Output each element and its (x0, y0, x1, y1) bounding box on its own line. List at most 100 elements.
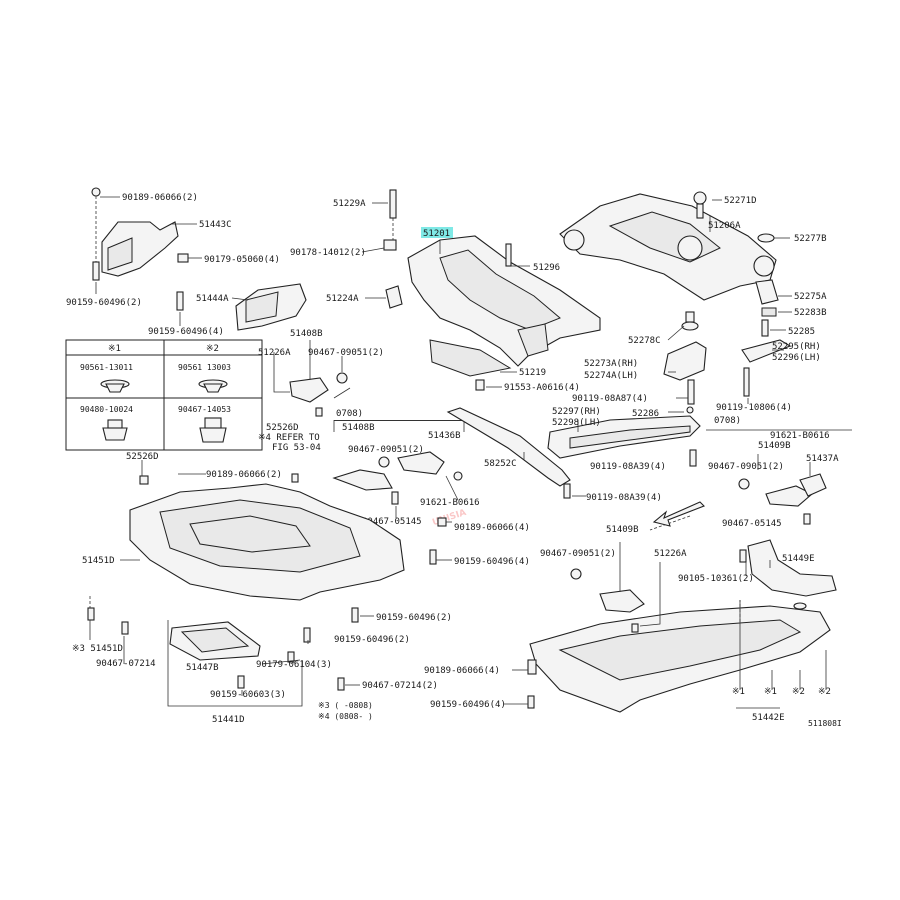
label-90179-05060-4[interactable]: 90179-05060(4) (204, 255, 280, 265)
rear-arm-52273a (663, 311, 750, 414)
label-90189-06066-2-b[interactable]: 90189-06066(2) (206, 470, 282, 480)
label-52278c[interactable]: 52278C (628, 336, 661, 346)
label-51226a[interactable]: 51226A (258, 348, 291, 358)
label-90467-09051-2-c[interactable]: 90467-09051(2) (708, 462, 784, 472)
label-90467-09051-2[interactable]: 90467-09051(2) (308, 348, 384, 358)
label-90159-60496-2[interactable]: 90159-60496(2) (66, 298, 142, 308)
label-91621-b0616-a[interactable]: 91621-B0616 (770, 431, 830, 441)
label-90159-60496-4-b[interactable]: 90159-60496(4) (454, 557, 530, 567)
table-cell-2-1: 90480-10024 (80, 405, 133, 414)
fastener-table (65, 339, 263, 451)
label-51409b-b[interactable]: 51409B (606, 525, 639, 535)
label-52275a[interactable]: 52275A (794, 292, 827, 302)
label-90467-09051-2-d[interactable]: 90467-09051(2) (540, 549, 616, 559)
label-52296-lh[interactable]: 52296(LH) (772, 353, 821, 363)
label-note-4-date[interactable]: ※4 (0808- ) (318, 712, 373, 721)
brace-58252c (446, 407, 586, 499)
table-cell-1-2: 90561 13003 (178, 363, 231, 372)
table-cell-1-1: 90561-13011 (80, 363, 133, 372)
engine-under-cover (87, 460, 452, 707)
label-90467-05145-a[interactable]: 90467-05145 (722, 519, 782, 529)
diagram-code: 511808I (808, 719, 842, 728)
label-52297-rh[interactable]: 52297(RH) (552, 407, 601, 417)
label-58252c[interactable]: 58252C (484, 459, 517, 469)
bracket-51436b (332, 420, 465, 518)
label-52285[interactable]: 52285 (788, 327, 815, 337)
label-51219[interactable]: 51219 (519, 368, 546, 378)
label-90159-60603-3[interactable]: 90159-60603(3) (210, 690, 286, 700)
label-52526d[interactable]: 52526D (266, 423, 299, 433)
label-51408b-2[interactable]: 51408B (342, 423, 375, 433)
label-52273a-rh[interactable]: 52273A(RH) (584, 359, 638, 369)
label-51451d-note3[interactable]: ※3 51451D (72, 644, 123, 654)
bracket-51408b (273, 340, 351, 417)
label-0708[interactable]: 0708) (336, 409, 363, 419)
label-x2-a[interactable]: ※2 (792, 687, 805, 697)
label-x1-b[interactable]: ※1 (764, 687, 777, 697)
label-52283b[interactable]: 52283B (794, 308, 827, 318)
table-header-2: ※2 (206, 344, 219, 354)
table-cell-2-2: 90467-14053 (178, 405, 231, 414)
label-51449e[interactable]: 51449E (782, 554, 815, 564)
label-note-3-date[interactable]: ※3 ( -0808) (318, 701, 373, 710)
label-51444a[interactable]: 51444A (196, 294, 229, 304)
label-90467-07214-2[interactable]: 90467-07214(2) (362, 681, 438, 691)
label-51224a[interactable]: 51224A (326, 294, 359, 304)
label-52286[interactable]: 52286 (632, 409, 659, 419)
label-51296[interactable]: 51296 (533, 263, 560, 273)
label-52274a-lh[interactable]: 52274A(LH) (584, 371, 638, 381)
label-51443c[interactable]: 51443C (199, 220, 232, 230)
label-51451d[interactable]: 51451D (82, 556, 115, 566)
label-51408b[interactable]: 51408B (290, 329, 323, 339)
label-90119-08a39-4-b[interactable]: 90119-08A39(4) (586, 493, 662, 503)
label-90178-14012-2[interactable]: 90178-14012(2) (290, 248, 366, 258)
label-90189-06066-4-b[interactable]: 90189-06066(4) (424, 666, 500, 676)
rear-suspension-subframe (559, 191, 792, 363)
label-52295-rh[interactable]: 52295(RH) (772, 342, 821, 352)
label-90159-60496-2-c[interactable]: 90159-60496(2) (334, 635, 410, 645)
label-51447b[interactable]: 51447B (186, 663, 219, 673)
label-x1-a[interactable]: ※1 (732, 687, 745, 697)
label-90119-08a39-4[interactable]: 90119-08A39(4) (590, 462, 666, 472)
direction-arrow (652, 501, 705, 527)
label-51201[interactable]: 51201 (423, 229, 450, 239)
label-90467-09051-2-b[interactable]: 90467-09051(2) (348, 445, 424, 455)
label-90159-60496-4-c[interactable]: 90159-60496(4) (430, 700, 506, 710)
table-header-1: ※1 (108, 344, 121, 354)
label-52298-lh[interactable]: 52298(LH) (552, 418, 601, 428)
label-90179-06104-3[interactable]: 90179-06104(3) (256, 660, 332, 670)
label-51437a[interactable]: 51437A (806, 454, 839, 464)
label-90159-60496-2-b[interactable]: 90159-60496(2) (376, 613, 452, 623)
label-51206a[interactable]: 51206A (708, 221, 741, 231)
label-90119-08a87-4[interactable]: 90119-08A87(4) (572, 394, 648, 404)
rear-under-cover (504, 539, 837, 713)
label-51229a[interactable]: 51229A (333, 199, 366, 209)
label-note-4[interactable]: ※4 REFER TO (258, 433, 320, 443)
label-51436b[interactable]: 51436B (428, 431, 461, 441)
highlight-51201 (421, 227, 453, 238)
bracket-51437a (649, 454, 827, 531)
label-90467-07214[interactable]: 90467-07214 (96, 659, 156, 669)
label-0708-b[interactable]: 0708) (714, 416, 741, 426)
label-91621-b0616[interactable]: 91621-B0616 (420, 498, 480, 508)
label-90159-60496-4[interactable]: 90159-60496(4) (148, 327, 224, 337)
label-51409b[interactable]: 51409B (758, 441, 791, 451)
label-90467-05145[interactable]: 90467-05145 (362, 517, 422, 527)
label-90105-10361-2[interactable]: 90105-10361(2) (678, 574, 754, 584)
rear-brace-52297 (547, 415, 852, 467)
label-fig-53-04[interactable]: FIG 53-04 (272, 443, 321, 453)
label-90119-10806-4[interactable]: 90119-10806(4) (716, 403, 792, 413)
label-x2-b[interactable]: ※2 (818, 687, 831, 697)
label-51441d[interactable]: 51441D (212, 715, 245, 725)
label-52277b[interactable]: 52277B (794, 234, 827, 244)
label-90189-06066-2[interactable]: 90189-06066(2) (122, 193, 198, 203)
label-91553-a0616-4[interactable]: 91553-A0616(4) (504, 383, 580, 393)
label-51442e[interactable]: 51442E (752, 713, 785, 723)
label-90189-06066-4[interactable]: 90189-06066(4) (454, 523, 530, 533)
front-suspension-crossmember (361, 189, 601, 391)
label-51226a-b[interactable]: 51226A (654, 549, 687, 559)
bracket-51443c (91, 187, 307, 331)
label-52526d-b[interactable]: 52526D (126, 452, 159, 462)
label-52271d[interactable]: 52271D (724, 196, 757, 206)
